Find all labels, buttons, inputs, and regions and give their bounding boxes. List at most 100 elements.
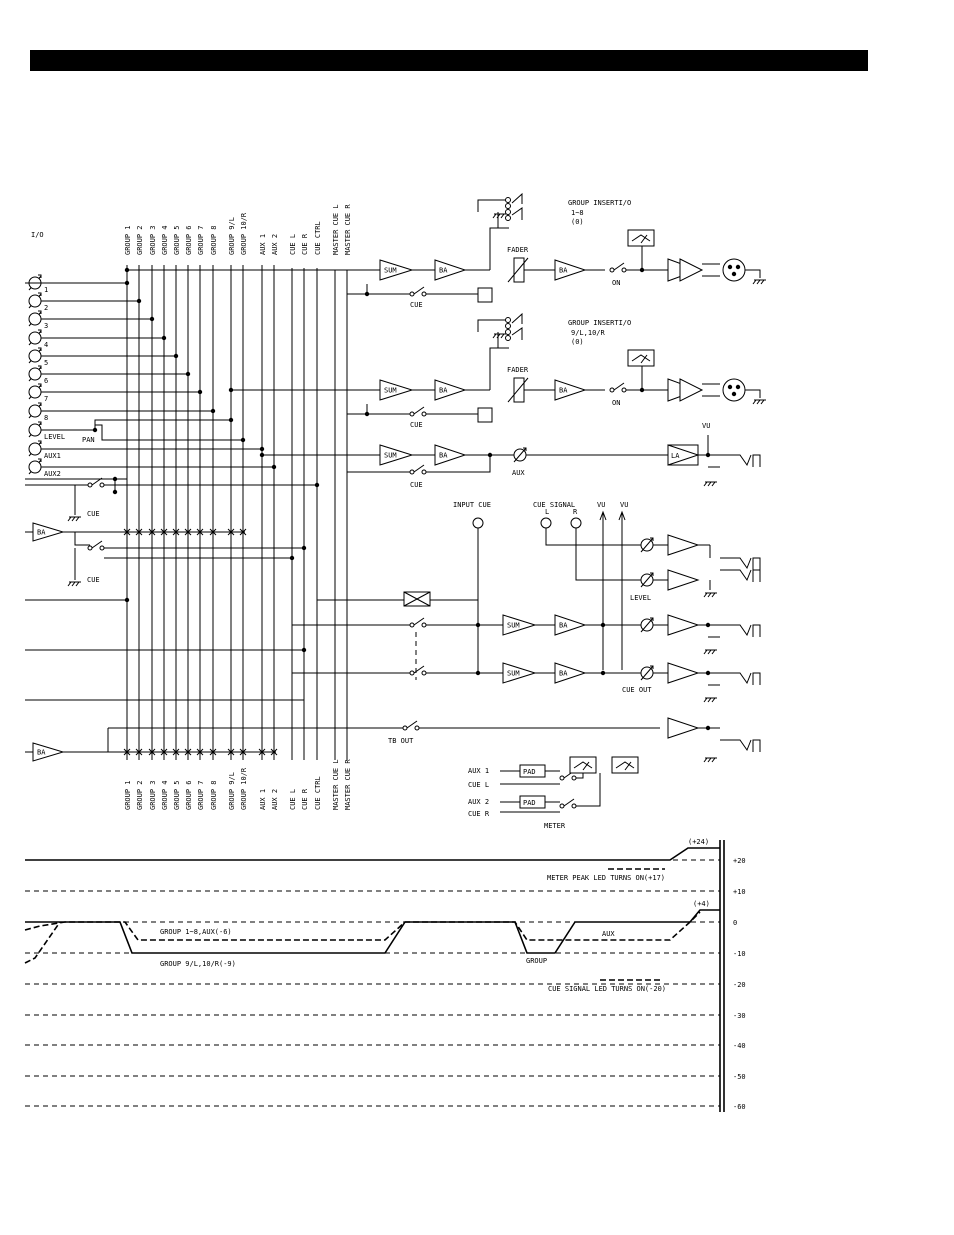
cue-sum [502,662,537,684]
insert-jack [477,199,508,212]
cue-ba [554,614,587,636]
input-fader-arrow [38,292,42,296]
cross-mark [227,748,235,756]
aux-jack [720,454,752,467]
group-9-10-label: GROUP 9/L,10/R(-9) [160,960,236,968]
insert-jack-contact [505,215,511,221]
insert-jack-contact [505,197,511,203]
insert-box [477,287,493,303]
xlr-pin [731,271,737,277]
cross-mark [227,528,235,536]
wire [426,455,491,473]
ground-symbol [760,279,765,285]
cross-mark [184,748,192,756]
bus-label-bottom: GROUP 8 [210,780,218,810]
meter-label: METER [544,822,566,830]
cross-mark [172,528,180,536]
junction-dot [240,437,246,443]
cue-switch-contact [409,622,415,628]
ground-symbol [703,649,708,655]
bus-label-top: GROUP 7 [197,225,205,255]
level-trace-max [25,847,720,861]
bus-label-top: CUE CTRL [314,221,322,255]
sum-amplifier-label: SUM [384,267,397,275]
group-insert-title: GROUP INSERTI/O [568,319,631,327]
cue-jack [752,624,761,637]
level-pot-slash [640,537,654,553]
ground-symbol [496,333,501,339]
db-tick-label: -10 [733,950,746,958]
cross-mark [148,748,156,756]
cross-mark [123,748,131,756]
cross-mark [160,748,168,756]
aux-jack [752,454,761,467]
input-fader-arrow [38,421,42,425]
bus-label-bottom: MASTER CUE R [344,759,352,810]
junction-dot [124,597,130,603]
cross-mark [258,748,266,756]
aux-level-label: AUX [602,930,615,938]
bus-label-bottom: GROUP 7 [197,780,205,810]
ground-symbol [75,516,80,522]
meter-cuel: CUE L [468,781,489,789]
cue-switch-contact [409,670,415,676]
bus-label-top: GROUP 3 [149,225,157,255]
junction-dot [149,316,155,322]
cue-led-r [570,517,582,529]
cue-switch-lever [413,286,425,295]
insert-jack-contact [505,323,511,329]
cue-led-l [540,517,552,529]
junction-dot [112,476,118,482]
meter-peak-label: METER PEAK LED TURNS ON(+17) [547,874,665,882]
bus-label-bottom: GROUP 5 [173,780,181,810]
input-fader-knob [28,385,42,399]
cue-switch-contact [99,545,105,551]
cross-mark [148,528,156,536]
bus-label-top: GROUP 10/R [240,212,248,255]
ground-symbol [756,279,761,285]
aux-pot-slash [513,447,527,463]
fader-label: FADER [507,366,529,374]
junction-dot [301,647,307,653]
cue-signal-label: CUE SIGNAL [533,501,575,509]
ground-symbol [500,333,505,339]
bus-label-bottom: CUE R [301,788,309,810]
cue-ba-label: BA [559,670,568,678]
ground-symbol [752,399,757,405]
group-label: GROUP [526,957,547,965]
fader-label: FADER [507,246,529,254]
ba-amplifier [434,379,467,401]
db-tick-label: +10 [733,888,746,896]
db-tick-label: -60 [733,1103,746,1111]
tb-jack [752,739,761,752]
cross-mark [239,748,247,756]
bus-label-top: GROUP 8 [210,225,218,255]
cue-out-label: CUE OUT [622,686,652,694]
on-switch-contact [621,387,627,393]
ba-amplifier-label: BA [559,267,568,275]
ground-symbol [492,213,497,219]
aux-sum [379,444,414,466]
insert-jack [477,319,508,332]
insert-jack [511,312,523,324]
cue-sum-label: SUM [507,670,520,678]
bus-label-top: GROUP 9/L [228,217,236,255]
input-fader-arrow [38,329,42,333]
fader-slash [507,377,529,403]
cue-out-amp [667,614,700,636]
insert-box [477,407,493,423]
pad-label: PAD [523,799,536,807]
wire [489,347,509,390]
insert-jack [511,192,523,204]
bus-label-top: GROUP 2 [136,225,144,255]
junction-dot [210,408,216,414]
bus-label-top: CUE L [289,234,297,255]
junction-dot [600,622,606,628]
input-label: 4 [44,341,48,349]
ground-symbol [707,592,712,598]
on-switch-lever [613,382,625,391]
cue-switch-contact [421,291,427,297]
cue-switch-contact [99,482,105,488]
vu-label: VU [597,501,605,509]
